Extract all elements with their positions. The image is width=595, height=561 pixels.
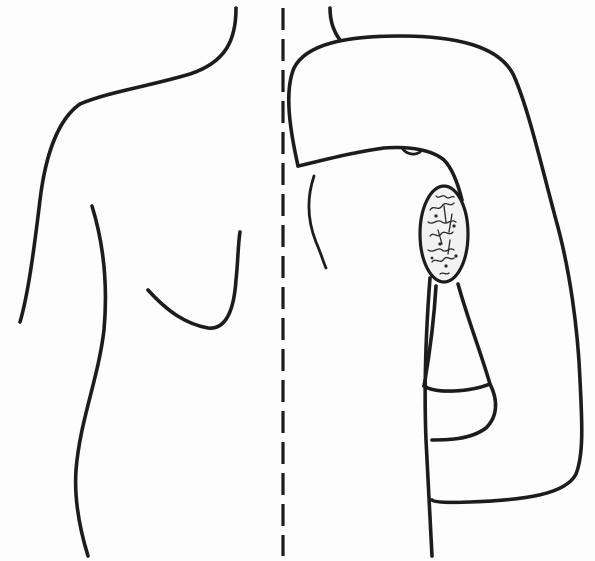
neck-right-outline	[330, 8, 340, 40]
left-shoulder-outline	[20, 104, 80, 322]
pedicle-base	[424, 384, 496, 440]
flap-lower-left-edge	[425, 278, 432, 556]
graft-oval	[420, 186, 468, 282]
left-breast-contour	[148, 232, 240, 328]
right-chest-contour	[309, 176, 326, 268]
neck-left-outline	[80, 8, 236, 104]
left-torso-flank	[76, 206, 106, 556]
pedicle-right-edge	[458, 284, 490, 384]
